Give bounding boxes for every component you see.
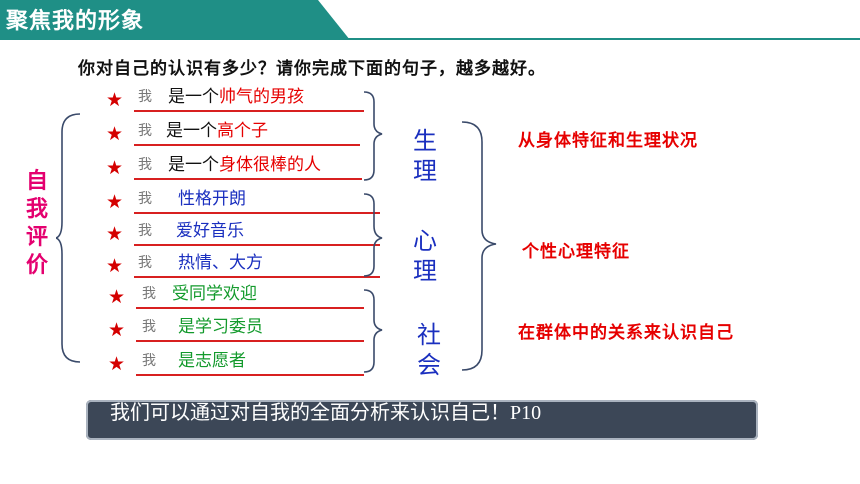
statement-subject: 我: [142, 353, 156, 369]
category-physiology-char-1: 生: [413, 127, 437, 155]
statement-prefix: 是一个: [166, 121, 217, 141]
self-evaluation-char-1: 自: [25, 169, 48, 194]
statement-text: 是一个帅气的男孩: [168, 86, 304, 108]
category-society-char-2: 会: [417, 351, 441, 379]
description-physiology: 从身体特征和生理状况: [518, 131, 698, 151]
statement-subject: 我: [138, 255, 152, 271]
answer-underline: [134, 276, 380, 278]
statement-value: 高个子: [217, 121, 268, 141]
conclusion-text: 我们可以通过对自我的全面分析来认识自己！P10: [110, 402, 542, 424]
instruction-text: 你对自己的认识有多少？请你完成下面的句子，越多越好。: [78, 59, 546, 79]
self-evaluation-char-2: 我: [25, 197, 48, 222]
category-society: 社 会: [414, 320, 444, 380]
star-icon: ★: [106, 123, 124, 145]
statement-text: 性格开朗: [178, 188, 246, 210]
category-psychology: 心 理: [410, 226, 440, 286]
statement-value: 帅气的男孩: [219, 87, 304, 107]
description-psychology: 个性心理特征: [522, 242, 630, 262]
star-icon: ★: [106, 255, 124, 277]
description-society: 在群体中的关系来认识自己: [518, 323, 734, 343]
answer-underline: [134, 144, 360, 146]
statement-subject: 我: [142, 319, 156, 335]
statement-text: 是志愿者: [178, 350, 246, 372]
answer-underline: [134, 244, 380, 246]
statement-text: 爱好音乐: [176, 220, 244, 242]
star-icon: ★: [106, 223, 124, 245]
statement-text: 受同学欢迎: [172, 283, 257, 305]
statement-value: 是志愿者: [178, 351, 246, 371]
group-braces: [363, 91, 383, 373]
category-society-char-1: 社: [417, 321, 441, 349]
category-physiology: 生 理: [410, 126, 440, 186]
statement-value: 受同学欢迎: [172, 284, 257, 304]
star-icon: ★: [108, 353, 126, 375]
answer-underline: [136, 340, 364, 342]
star-icon: ★: [106, 89, 124, 111]
statement-subject: 我: [138, 157, 152, 173]
statement-subject: 我: [138, 223, 152, 239]
self-evaluation-char-4: 价: [25, 253, 48, 278]
answer-underline: [134, 178, 362, 180]
statement-text: 热情、大方: [178, 252, 263, 274]
answer-underline: [134, 110, 364, 112]
statement-subject: 我: [138, 89, 152, 105]
self-evaluation-char-3: 评: [25, 225, 48, 250]
physiology-brace: [363, 91, 383, 181]
answer-underline: [136, 374, 364, 376]
statement-value: 身体很棒的人: [219, 155, 321, 175]
statement-subject: 我: [138, 123, 152, 139]
category-psychology-char-1: 心: [413, 227, 437, 255]
society-brace: [363, 289, 383, 373]
statement-text: 是一个身体很棒的人: [168, 154, 321, 176]
star-icon: ★: [106, 191, 124, 213]
header-banner: 聚焦我的形象: [0, 0, 860, 40]
left-brace: [56, 113, 81, 363]
self-evaluation-label: 自 我 评 价: [22, 168, 52, 280]
statement-prefix: 是一个: [168, 155, 219, 175]
statement-value: 爱好音乐: [176, 221, 244, 241]
answer-underline: [134, 212, 380, 214]
star-icon: ★: [106, 157, 124, 179]
statement-value: 热情、大方: [178, 253, 263, 273]
psychology-brace: [363, 193, 383, 277]
conclusion-box: [86, 400, 758, 440]
header-banner-shape: [0, 0, 860, 40]
star-icon: ★: [108, 286, 126, 308]
right-brace: [461, 121, 497, 371]
star-icon: ★: [108, 319, 126, 341]
answer-underline: [136, 307, 364, 309]
statement-subject: 我: [138, 191, 152, 207]
statement-text: 是一个高个子: [166, 120, 268, 142]
statement-prefix: 是一个: [168, 87, 219, 107]
statement-value: 性格开朗: [178, 189, 246, 209]
page-title: 聚焦我的形象: [6, 9, 145, 34]
statement-text: 是学习委员: [178, 316, 263, 338]
statement-value: 是学习委员: [178, 317, 263, 337]
category-psychology-char-2: 理: [413, 257, 437, 285]
category-physiology-char-2: 理: [413, 157, 437, 185]
statement-subject: 我: [142, 286, 156, 302]
